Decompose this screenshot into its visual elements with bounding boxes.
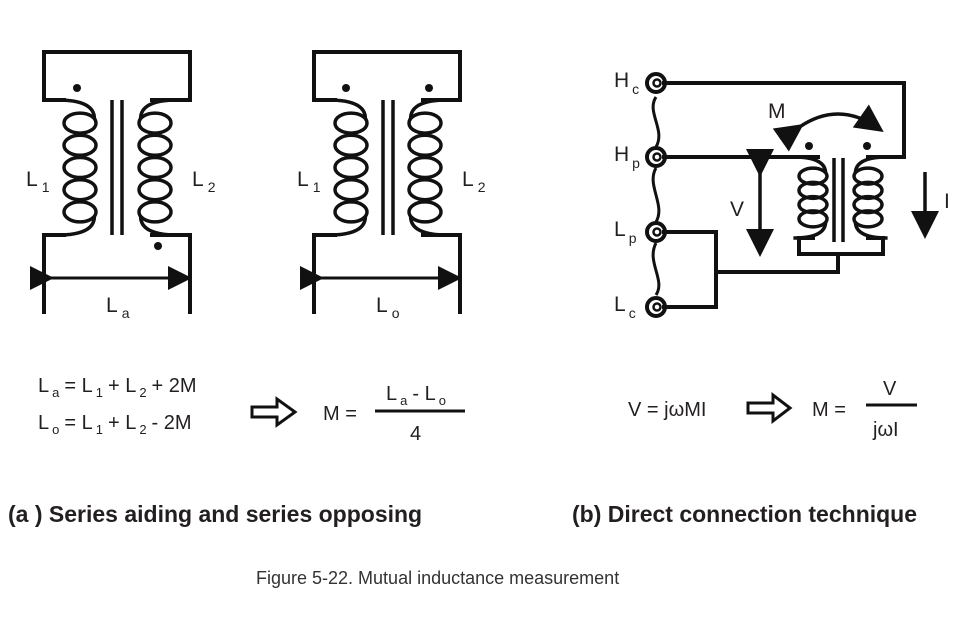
terminal-center (652, 227, 662, 237)
lp-wire (662, 230, 718, 309)
figure-caption: Figure 5-22. Mutual inductance measureme… (256, 568, 619, 588)
coil-turn (137, 111, 173, 135)
coil-turn (137, 155, 173, 180)
implies-arrow-icon (250, 396, 298, 428)
panel-b-equations: V = jωMI M = V jωI (628, 378, 917, 441)
aiding-coil-l1 (57, 98, 98, 237)
terminal-center (652, 302, 662, 312)
equation-voltage: V = jωMI (628, 399, 706, 421)
implies-arrow-icon-b (746, 391, 793, 425)
transformer-bottom-loop (797, 236, 885, 256)
coil-lead (57, 98, 97, 119)
direct-coil-primary (793, 155, 829, 240)
fraction-denominator-b: jωI (872, 419, 899, 441)
terminal-chain-link (651, 96, 661, 296)
coil-turn (407, 177, 443, 202)
aiding-dot-l2 (154, 242, 162, 250)
coil-turn (62, 111, 98, 135)
coil-turn (333, 200, 369, 224)
panel-a-title: (a ) Series aiding and series opposing (8, 501, 422, 527)
opposing-bottom-left-lead (312, 233, 337, 314)
coil-turn (62, 155, 98, 180)
coil-turn (137, 200, 173, 224)
aiding-coil-l2 (137, 98, 178, 237)
coil-turn (333, 133, 369, 158)
direct-coil-secondary (852, 155, 888, 240)
coil-turn (407, 111, 443, 135)
mutual-label: M (768, 100, 786, 123)
coil-turn (407, 200, 443, 224)
coil-turn (62, 200, 98, 224)
coil-turn (137, 133, 173, 158)
current-label: I (944, 190, 950, 213)
opposing-dot-l2 (425, 84, 433, 92)
aiding-dot-l1 (73, 84, 81, 92)
panel-b-title: (b) Direct connection technique (572, 501, 917, 527)
coil-lead (408, 98, 448, 119)
coil-turn (137, 177, 173, 202)
coil-lead (793, 221, 828, 240)
coil-turn (333, 111, 369, 135)
coil-turn (333, 155, 369, 180)
opposing-coil-l2 (407, 98, 448, 237)
opposing-dot-l1 (342, 84, 350, 92)
opposing-coil-l1 (328, 98, 369, 237)
opposing-bottom-right-lead (421, 233, 462, 314)
opposing-top-loop (312, 50, 462, 102)
fraction-numerator-b: V (883, 378, 897, 400)
result-m-lhs: M = (323, 403, 357, 425)
coil-lead (853, 221, 888, 240)
coil-turn (852, 209, 884, 229)
mutual-coupling-arrow (772, 104, 884, 152)
terminal-center (652, 152, 662, 162)
coil-turn (62, 133, 98, 158)
coil-turn (62, 177, 98, 202)
result-m-lhs-b: M = (812, 399, 846, 421)
coil-turn (797, 209, 829, 229)
direct-dot-right (863, 142, 871, 150)
voltage-label: V (730, 198, 744, 221)
aiding-bottom-left-lead (42, 233, 66, 314)
coil-turn (407, 133, 443, 158)
fraction-denominator: 4 (410, 423, 421, 445)
coil-turn (407, 155, 443, 180)
coil-lead (328, 98, 368, 119)
coil-turn (333, 177, 369, 202)
aiding-top-loop (42, 50, 192, 102)
return-wire (716, 254, 840, 274)
terminal-center (652, 78, 662, 88)
coil-lead (138, 98, 178, 119)
direct-dot-left (805, 142, 813, 150)
